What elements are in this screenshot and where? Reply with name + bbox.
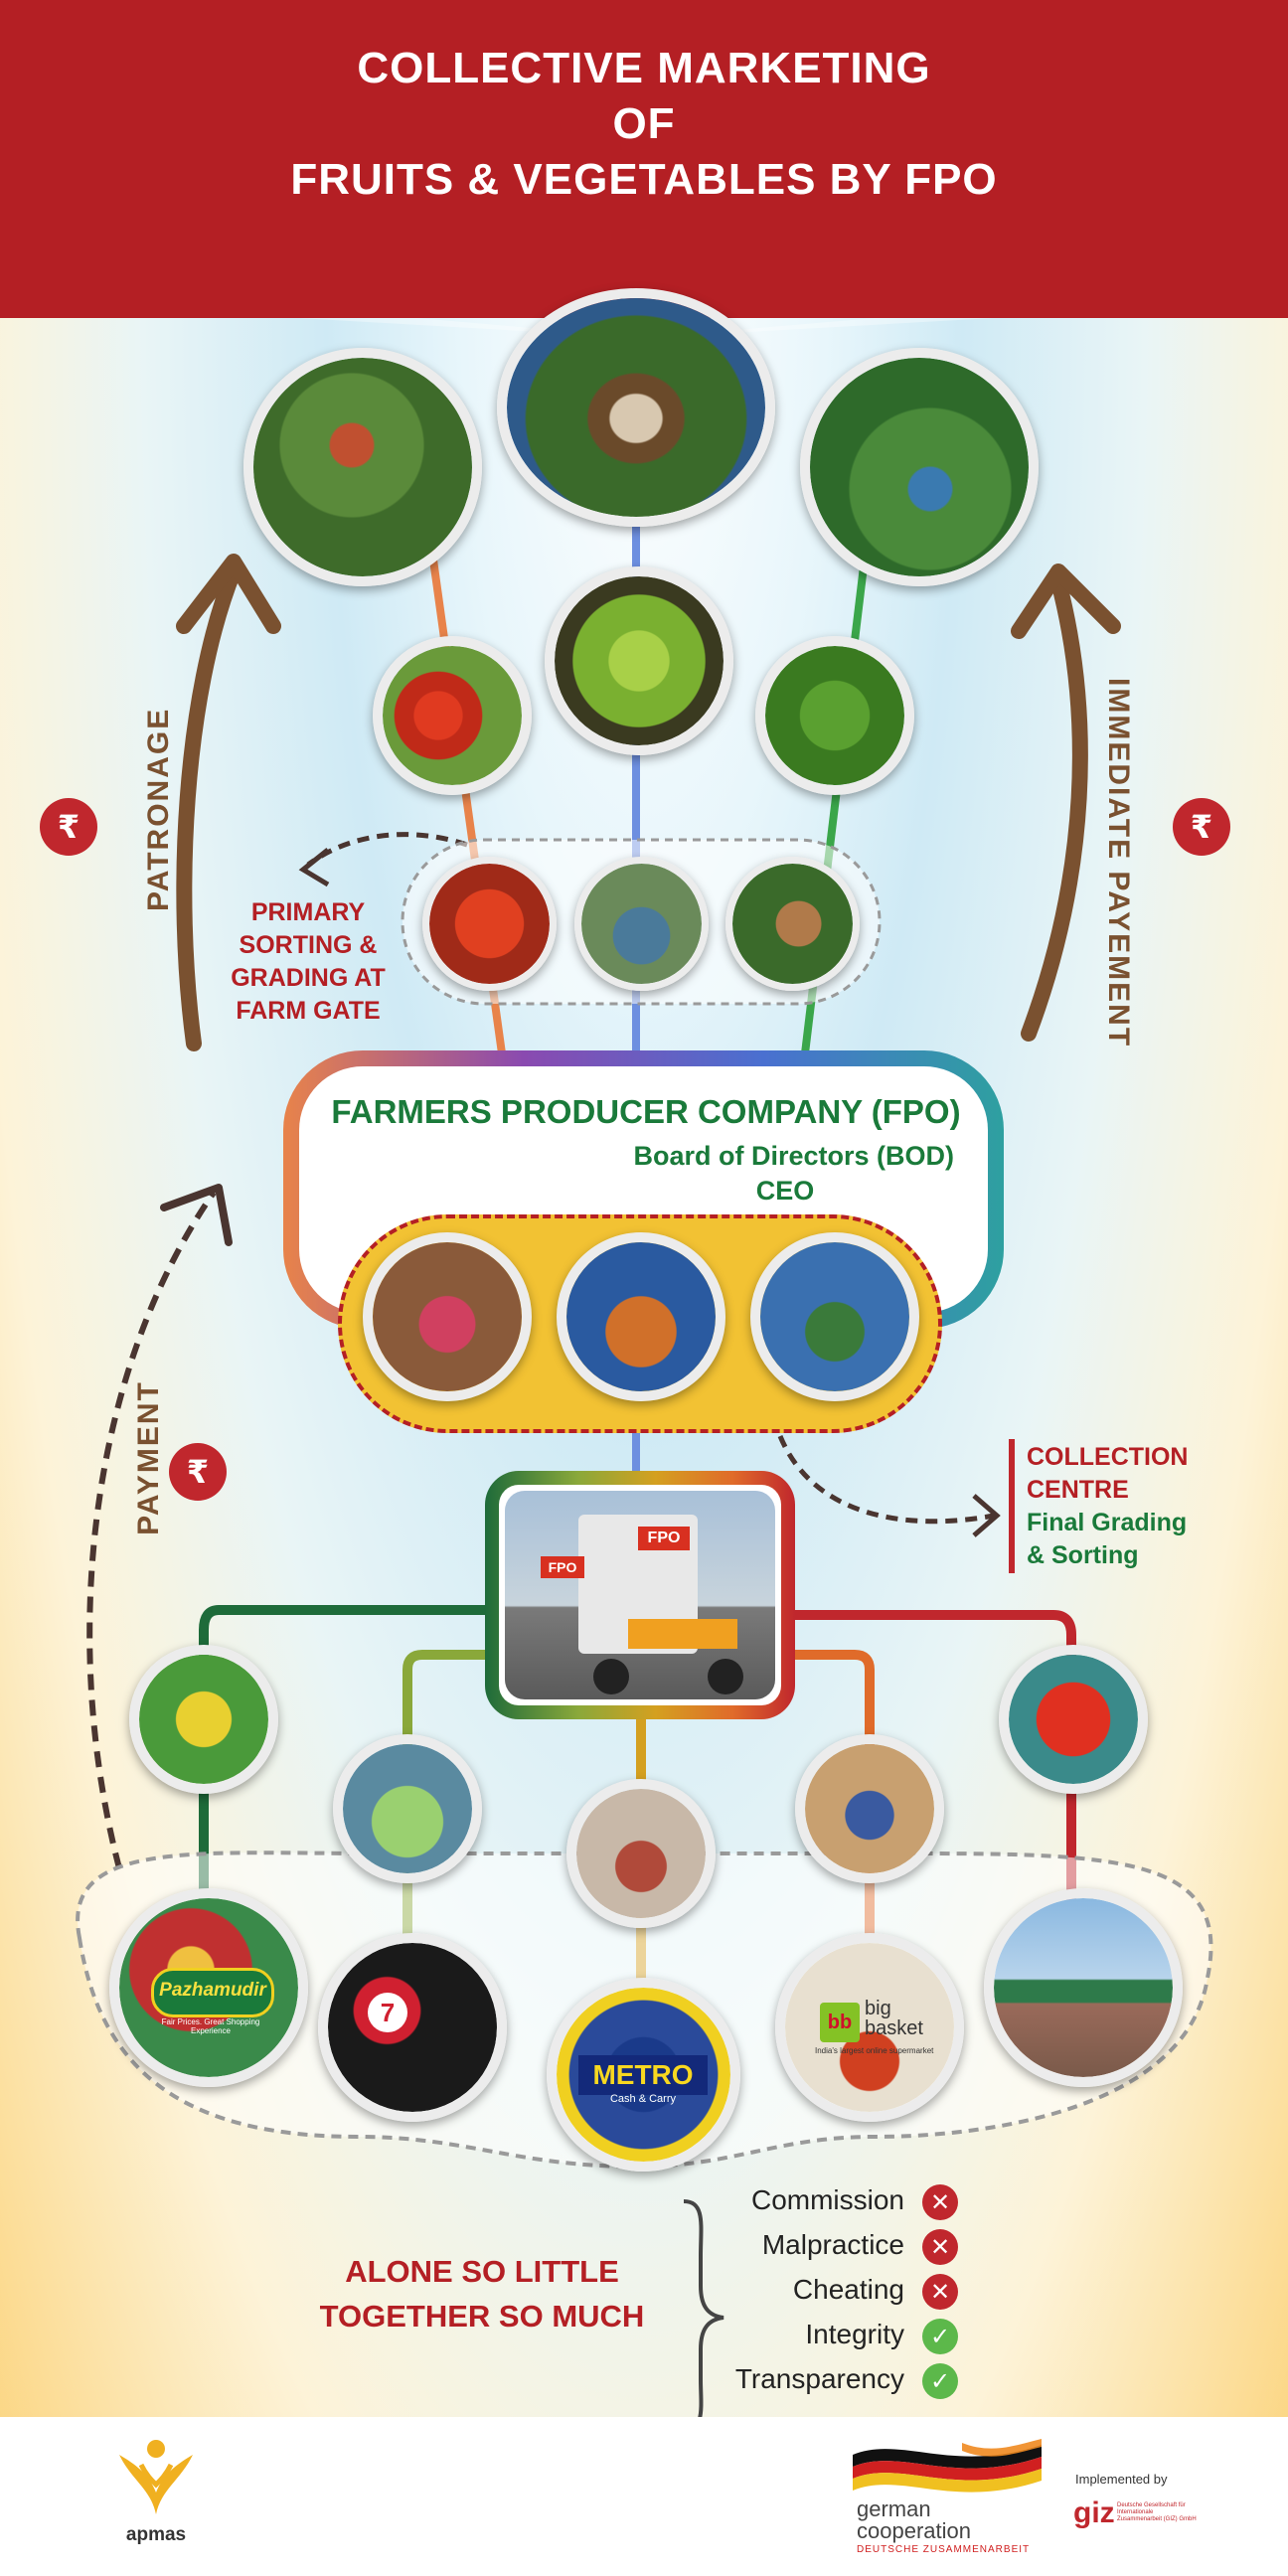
immediate-payment-arrowhead bbox=[1011, 564, 1121, 639]
tree-branch-5 bbox=[785, 1610, 1076, 1680]
check-icon: ✓ bbox=[922, 2363, 958, 2399]
rupee-icon-payment: ₹ bbox=[169, 1443, 227, 1501]
checklist-transparency: Transparency bbox=[734, 2363, 904, 2394]
slogan-line-1: ALONE SO LITTLE bbox=[345, 2254, 619, 2289]
checklist-integrity: Integrity bbox=[805, 2319, 904, 2349]
sorting-tomatoes-photo bbox=[422, 857, 557, 991]
farmer-woman-photo bbox=[243, 348, 482, 586]
metro-tagline: Cash & Carry bbox=[609, 2093, 677, 2105]
rupee-icon-patronage: ₹ bbox=[40, 798, 97, 856]
german-cooperation-sub: DEUTSCHE ZUSAMMENARBEIT bbox=[857, 2544, 1031, 2555]
bananas-photo bbox=[129, 1645, 278, 1794]
immediate-payment-label: IMMEDIATE PAYEMENT bbox=[1102, 678, 1135, 1048]
pazhamudir-logo-text: Pazhamudir bbox=[151, 1968, 274, 2017]
seven-store-photo: 7 bbox=[318, 1933, 507, 2122]
processing-photo-3 bbox=[750, 1232, 919, 1401]
processing-photo-2 bbox=[557, 1232, 725, 1401]
tree-branch-1 bbox=[199, 1605, 487, 1690]
check-icon: ✓ bbox=[922, 2319, 958, 2354]
cross-icon: ✕ bbox=[922, 2184, 958, 2220]
title-line-3: FRUITS & VEGETABLES BY FPO bbox=[290, 155, 998, 204]
german-cooperation-flag-icon bbox=[853, 2439, 1042, 2493]
apmas-logo-icon bbox=[119, 2440, 193, 2514]
tree-branch-4 bbox=[785, 1650, 875, 1749]
giz-logo-sub: Deutsche Gesellschaft für Internationale… bbox=[1117, 2502, 1197, 2522]
rupee-icon-immediate: ₹ bbox=[1173, 798, 1230, 856]
collection-centre-label: COLLECTION CENTRE Final Grading & Sortin… bbox=[1027, 1443, 1189, 1569]
vegetable-farmer-photo bbox=[800, 348, 1039, 586]
cabbage-photo bbox=[333, 1734, 482, 1883]
checklist-malpractice: Malpractice bbox=[761, 2229, 904, 2260]
primary-sorting-label: PRIMARY SORTING & GRADING AT FARM GATE bbox=[231, 898, 386, 1025]
metro-store-photo: METRO Cash & Carry bbox=[547, 1978, 740, 2172]
produce-store-photo bbox=[566, 1779, 716, 1928]
checklist-cheating: Cheating bbox=[792, 2274, 904, 2305]
patronage-arrow bbox=[176, 564, 242, 1051]
processing-photo-1 bbox=[363, 1232, 532, 1401]
bb-tagline: India's largest online supermarket bbox=[815, 2046, 934, 2055]
implemented-by-label: Implemented by bbox=[1075, 2472, 1168, 2487]
pazhamudir-store-photo: Pazhamudir Fair Prices. Great Shopping E… bbox=[109, 1888, 308, 2087]
fpo-ceo: CEO bbox=[755, 1176, 815, 1206]
payment-label: PAYMENT bbox=[132, 1380, 165, 1535]
cross-icon: ✕ bbox=[922, 2229, 958, 2265]
footer: apmas german cooperation DEUTSCHE ZUSAMM… bbox=[0, 2417, 1288, 2576]
packing-photo bbox=[795, 1734, 944, 1883]
payment-dashed-arrow bbox=[86, 1191, 217, 1869]
bitter-gourd-photo bbox=[755, 636, 914, 795]
fpo-board: Board of Directors (BOD) bbox=[633, 1141, 954, 1171]
bb-logo-mark: bb bbox=[820, 2003, 860, 2042]
sorting-farmer-photo bbox=[725, 857, 860, 991]
patronage-arrowhead bbox=[176, 554, 281, 634]
fpo-title: FARMERS PRODUCER COMPANY (FPO) bbox=[331, 1093, 961, 1130]
giz-logo-text: giz bbox=[1073, 2496, 1115, 2529]
seven-logo-text: 7 bbox=[368, 1993, 407, 2032]
truck-fpo-label-side: FPO bbox=[541, 1556, 584, 1578]
collection-bar bbox=[1009, 1439, 1015, 1573]
fpo-truck-photo: FPO FPO bbox=[485, 1471, 795, 1719]
slogan-line-2: TOGETHER SO MUCH bbox=[319, 2299, 645, 2334]
checklist-brace bbox=[683, 2199, 724, 2433]
header-banner: COLLECTIVE MARKETING OF FRUITS & VEGETAB… bbox=[0, 0, 1288, 318]
mangoes-photo bbox=[545, 566, 733, 755]
cross-icon: ✕ bbox=[922, 2274, 958, 2310]
tomato-crates-photo bbox=[999, 1645, 1148, 1794]
collection-dashed-arrow bbox=[777, 1435, 995, 1525]
apmas-logo-text: apmas bbox=[125, 2524, 187, 2545]
checklist-commission: Commission bbox=[750, 2184, 904, 2215]
market-gate-photo bbox=[984, 1888, 1183, 2087]
immediate-payment-arrow bbox=[1021, 573, 1088, 1042]
tomatoes-photo bbox=[373, 636, 532, 795]
title-line-1: COLLECTIVE MARKETING bbox=[357, 44, 931, 92]
patronage-label: PATRONAGE bbox=[142, 707, 175, 911]
tree-branch-2 bbox=[402, 1650, 492, 1749]
pazhamudir-tagline: Fair Prices. Great Shopping Experience bbox=[161, 2017, 260, 2035]
ploughing-bullocks-photo bbox=[497, 288, 775, 527]
german-cooperation-text: german cooperation bbox=[857, 2496, 971, 2543]
sorting-workers-photo bbox=[574, 857, 709, 991]
truck-fpo-label: FPO bbox=[638, 1527, 690, 1550]
title-line-2: OF bbox=[612, 99, 676, 148]
metro-logo-text: METRO bbox=[578, 2055, 708, 2095]
